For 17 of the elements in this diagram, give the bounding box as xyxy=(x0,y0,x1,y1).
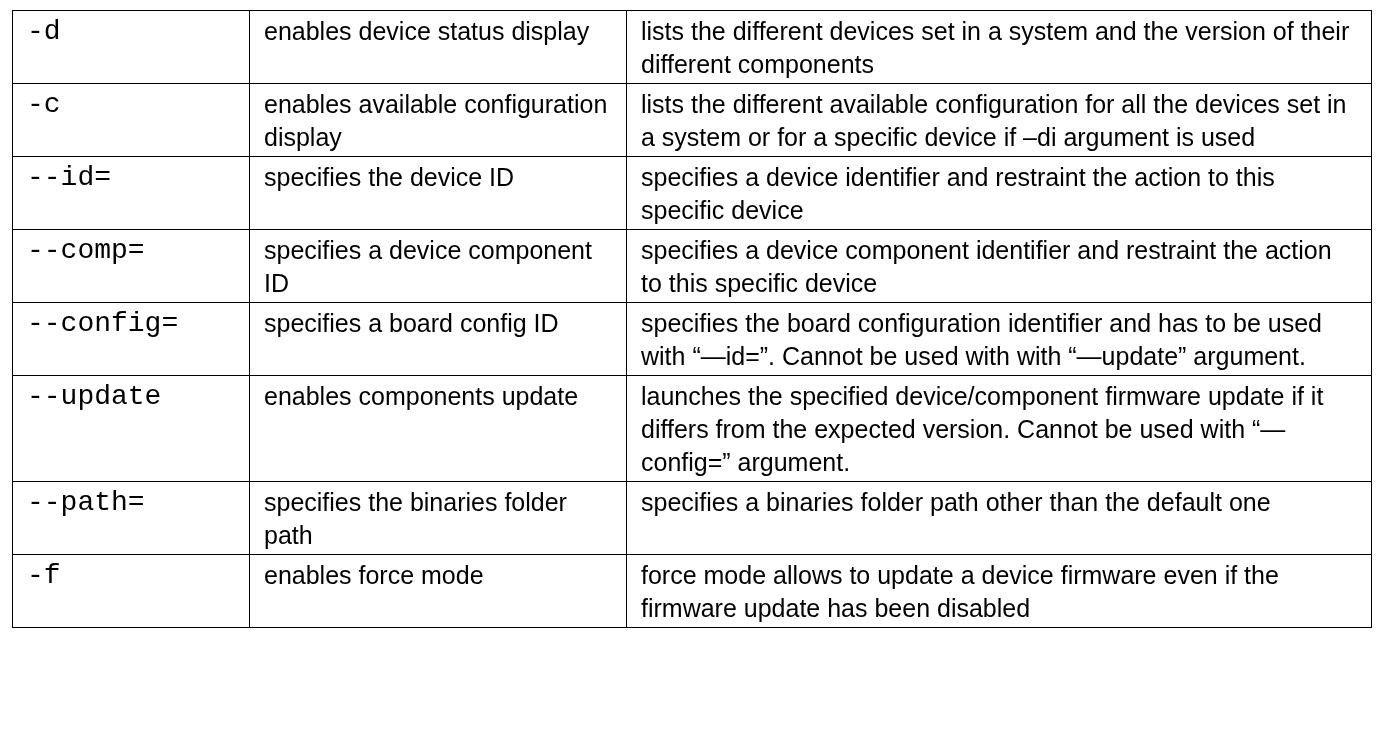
option-description: specifies the board configuration identifier and has to be used with “—id=”. Cannot be used with with “—update” argument. xyxy=(626,302,1372,376)
option-description: force mode allows to update a device firmware even if the firmware update has been disabled xyxy=(626,554,1372,628)
option-flag: --path= xyxy=(12,481,250,555)
option-flag: -c xyxy=(12,83,250,157)
option-flag: -d xyxy=(12,10,250,84)
option-summary: specifies the device ID xyxy=(249,156,627,230)
option-flag: --update xyxy=(12,375,250,482)
option-flag: -f xyxy=(12,554,250,628)
option-summary: enables components update xyxy=(249,375,627,482)
option-summary: enables force mode xyxy=(249,554,627,628)
option-summary: specifies a board config ID xyxy=(249,302,627,376)
option-description: launches the specified device/component firmware update if it differs from the expected version. Cannot be used with “—config=” argument. xyxy=(626,375,1372,482)
option-description: specifies a binaries folder path other than the default one xyxy=(626,481,1372,555)
option-summary: enables device status display xyxy=(249,10,627,84)
option-flag: --comp= xyxy=(12,229,250,303)
option-flag: --id= xyxy=(12,156,250,230)
option-flag: --config= xyxy=(12,302,250,376)
